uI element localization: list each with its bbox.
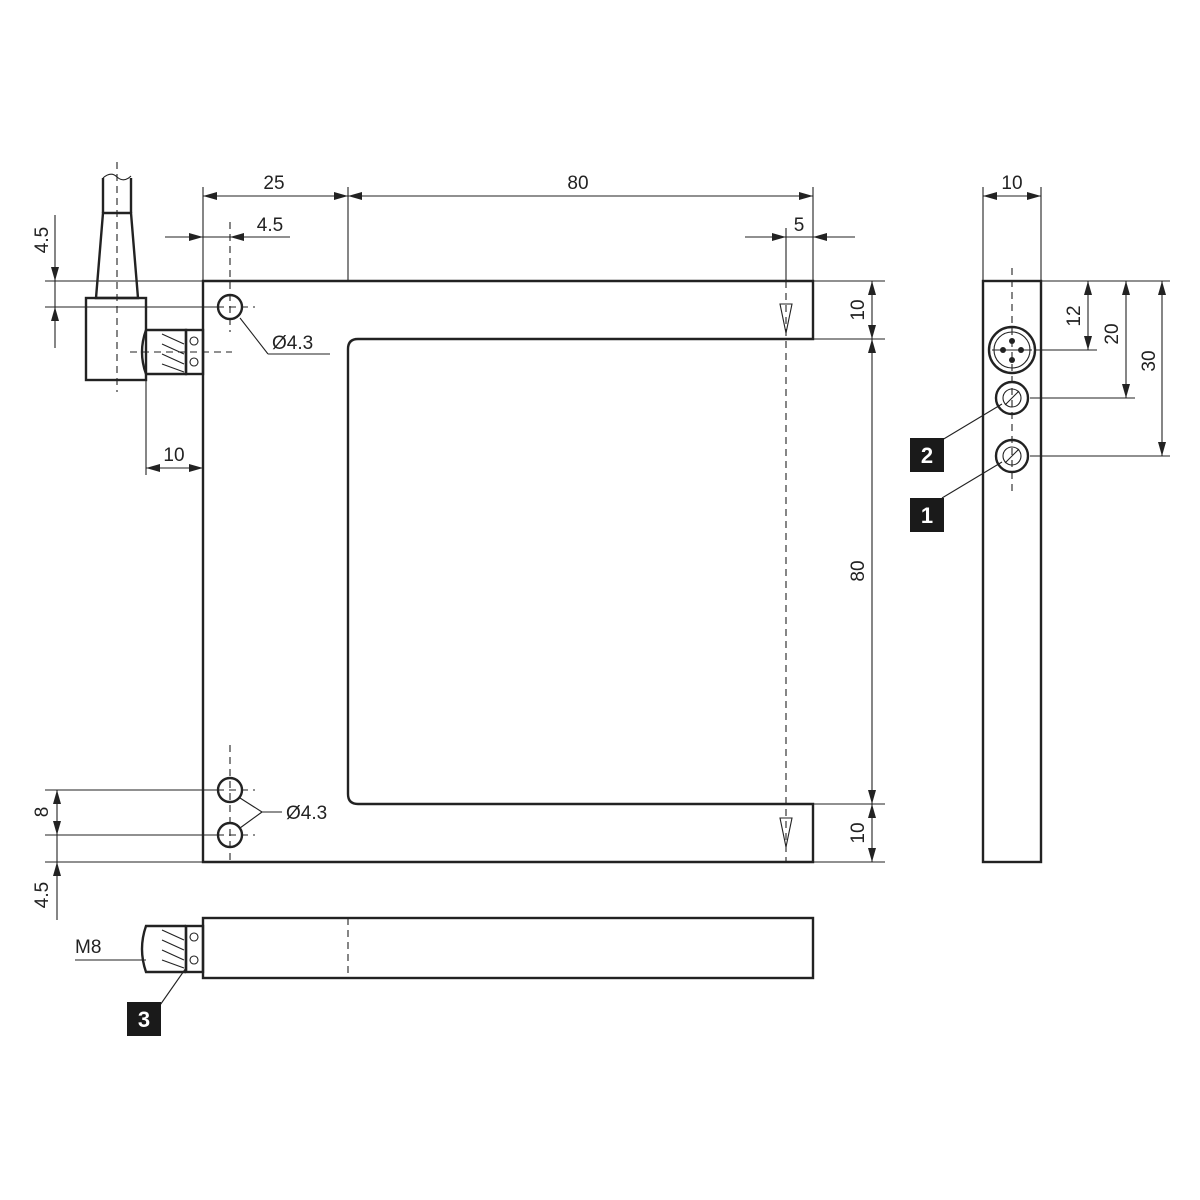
thread-dot [189,357,199,367]
arrowhead [230,233,244,241]
arrowhead [51,307,59,321]
dim-hole-bottom: Ø4.3 [286,803,327,824]
callout-2-box [910,438,944,472]
callout-1-box [910,498,944,532]
leader-1 [941,461,1003,499]
arrowhead [348,192,362,200]
bottom-connector [140,924,188,974]
leader-2 [941,403,1003,441]
leader-3 [157,967,187,1009]
arrowhead [772,233,786,241]
front-view-outline [201,279,815,864]
potentiometer-2-slot [1004,390,1020,406]
arrowhead [868,790,876,804]
dim-8: 8 [32,807,53,818]
arrowhead [189,464,203,472]
dim-12: 12 [1064,305,1085,326]
callout-1: 1 [910,498,944,532]
arrowhead [1084,336,1092,350]
thread-line [161,929,185,941]
arrowhead [203,192,217,200]
dimensions: 25 80 4.5 5 4.5 Ø4.3 10 [32,173,1170,920]
leader-hole-top [239,317,269,355]
arrowhead [1158,281,1166,295]
arrowhead [146,464,160,472]
thread-dot [189,932,199,942]
dim-4-5-bottom: 4.5 [32,882,53,908]
dim-hole-top: Ø4.3 [272,333,313,354]
thread-dot [189,336,199,346]
beam-arrow-bottom [779,817,793,848]
arrowhead [1027,192,1041,200]
thread-line [161,363,185,373]
arrowhead [868,281,876,295]
front-view [201,187,815,864]
callout-2-label: 2 [921,443,933,468]
callout-2: 2 [910,438,944,472]
leader-hole-bottom [239,811,263,829]
pin [1009,338,1015,344]
thread-label: M8 [75,937,101,958]
arrowhead [1084,281,1092,295]
potentiometer-1-slot [1004,448,1020,464]
dim-80: 80 [567,173,588,194]
arrowhead [334,192,348,200]
dim-25: 25 [263,173,284,194]
potentiometer-1-knob [1002,446,1022,466]
angled-connector [84,162,232,392]
cable [101,178,133,213]
arrowhead [983,192,997,200]
bottom-view: M8 [75,916,815,1009]
callout-3-label: 3 [138,1007,150,1032]
side-view [941,268,1043,864]
arrowhead [799,192,813,200]
dim-10-connector: 10 [163,445,184,466]
arrowhead [1158,442,1166,456]
dim-10-top-arm: 10 [848,299,869,320]
thread-dot [189,955,199,965]
arrowhead [53,790,61,804]
arrowhead [51,267,59,281]
potentiometer-2 [994,380,1030,416]
dim-4-5-left: 4.5 [32,227,53,253]
arrowhead [813,233,827,241]
leader-hole-bottom [239,797,263,813]
connector-housing [84,296,148,382]
arrowhead [868,339,876,353]
cable-break [102,173,132,181]
arrowhead [868,804,876,818]
callout-3: 3 [127,1002,161,1036]
dim-side-10: 10 [1001,173,1022,194]
thread-line [161,939,185,951]
thread-line [161,333,185,345]
potentiometer-1 [994,438,1030,474]
arrowhead [868,325,876,339]
arrowhead [1122,384,1130,398]
thread-line [161,949,185,961]
arrowhead [53,862,61,876]
dim-20: 20 [1102,323,1123,344]
bottom-view-outline [201,916,815,980]
dim-30: 30 [1139,350,1160,371]
thread-line [161,959,185,969]
dim-5: 5 [794,215,805,236]
pin [1009,357,1015,363]
arrowhead [189,233,203,241]
thread-line [161,353,185,365]
bottom-connector-plug [184,924,205,974]
beam-arrow-top [779,303,793,334]
callout-3-box [127,1002,161,1036]
potentiometer-2-knob [1002,388,1022,408]
dim-80-slot: 80 [848,560,869,581]
dim-10-bottom-arm: 10 [848,822,869,843]
arrowhead [868,848,876,862]
arrowhead [53,821,61,835]
dim-4-5-top: 4.5 [257,215,283,236]
arrowhead [1122,281,1130,295]
callout-1-label: 1 [921,503,933,528]
